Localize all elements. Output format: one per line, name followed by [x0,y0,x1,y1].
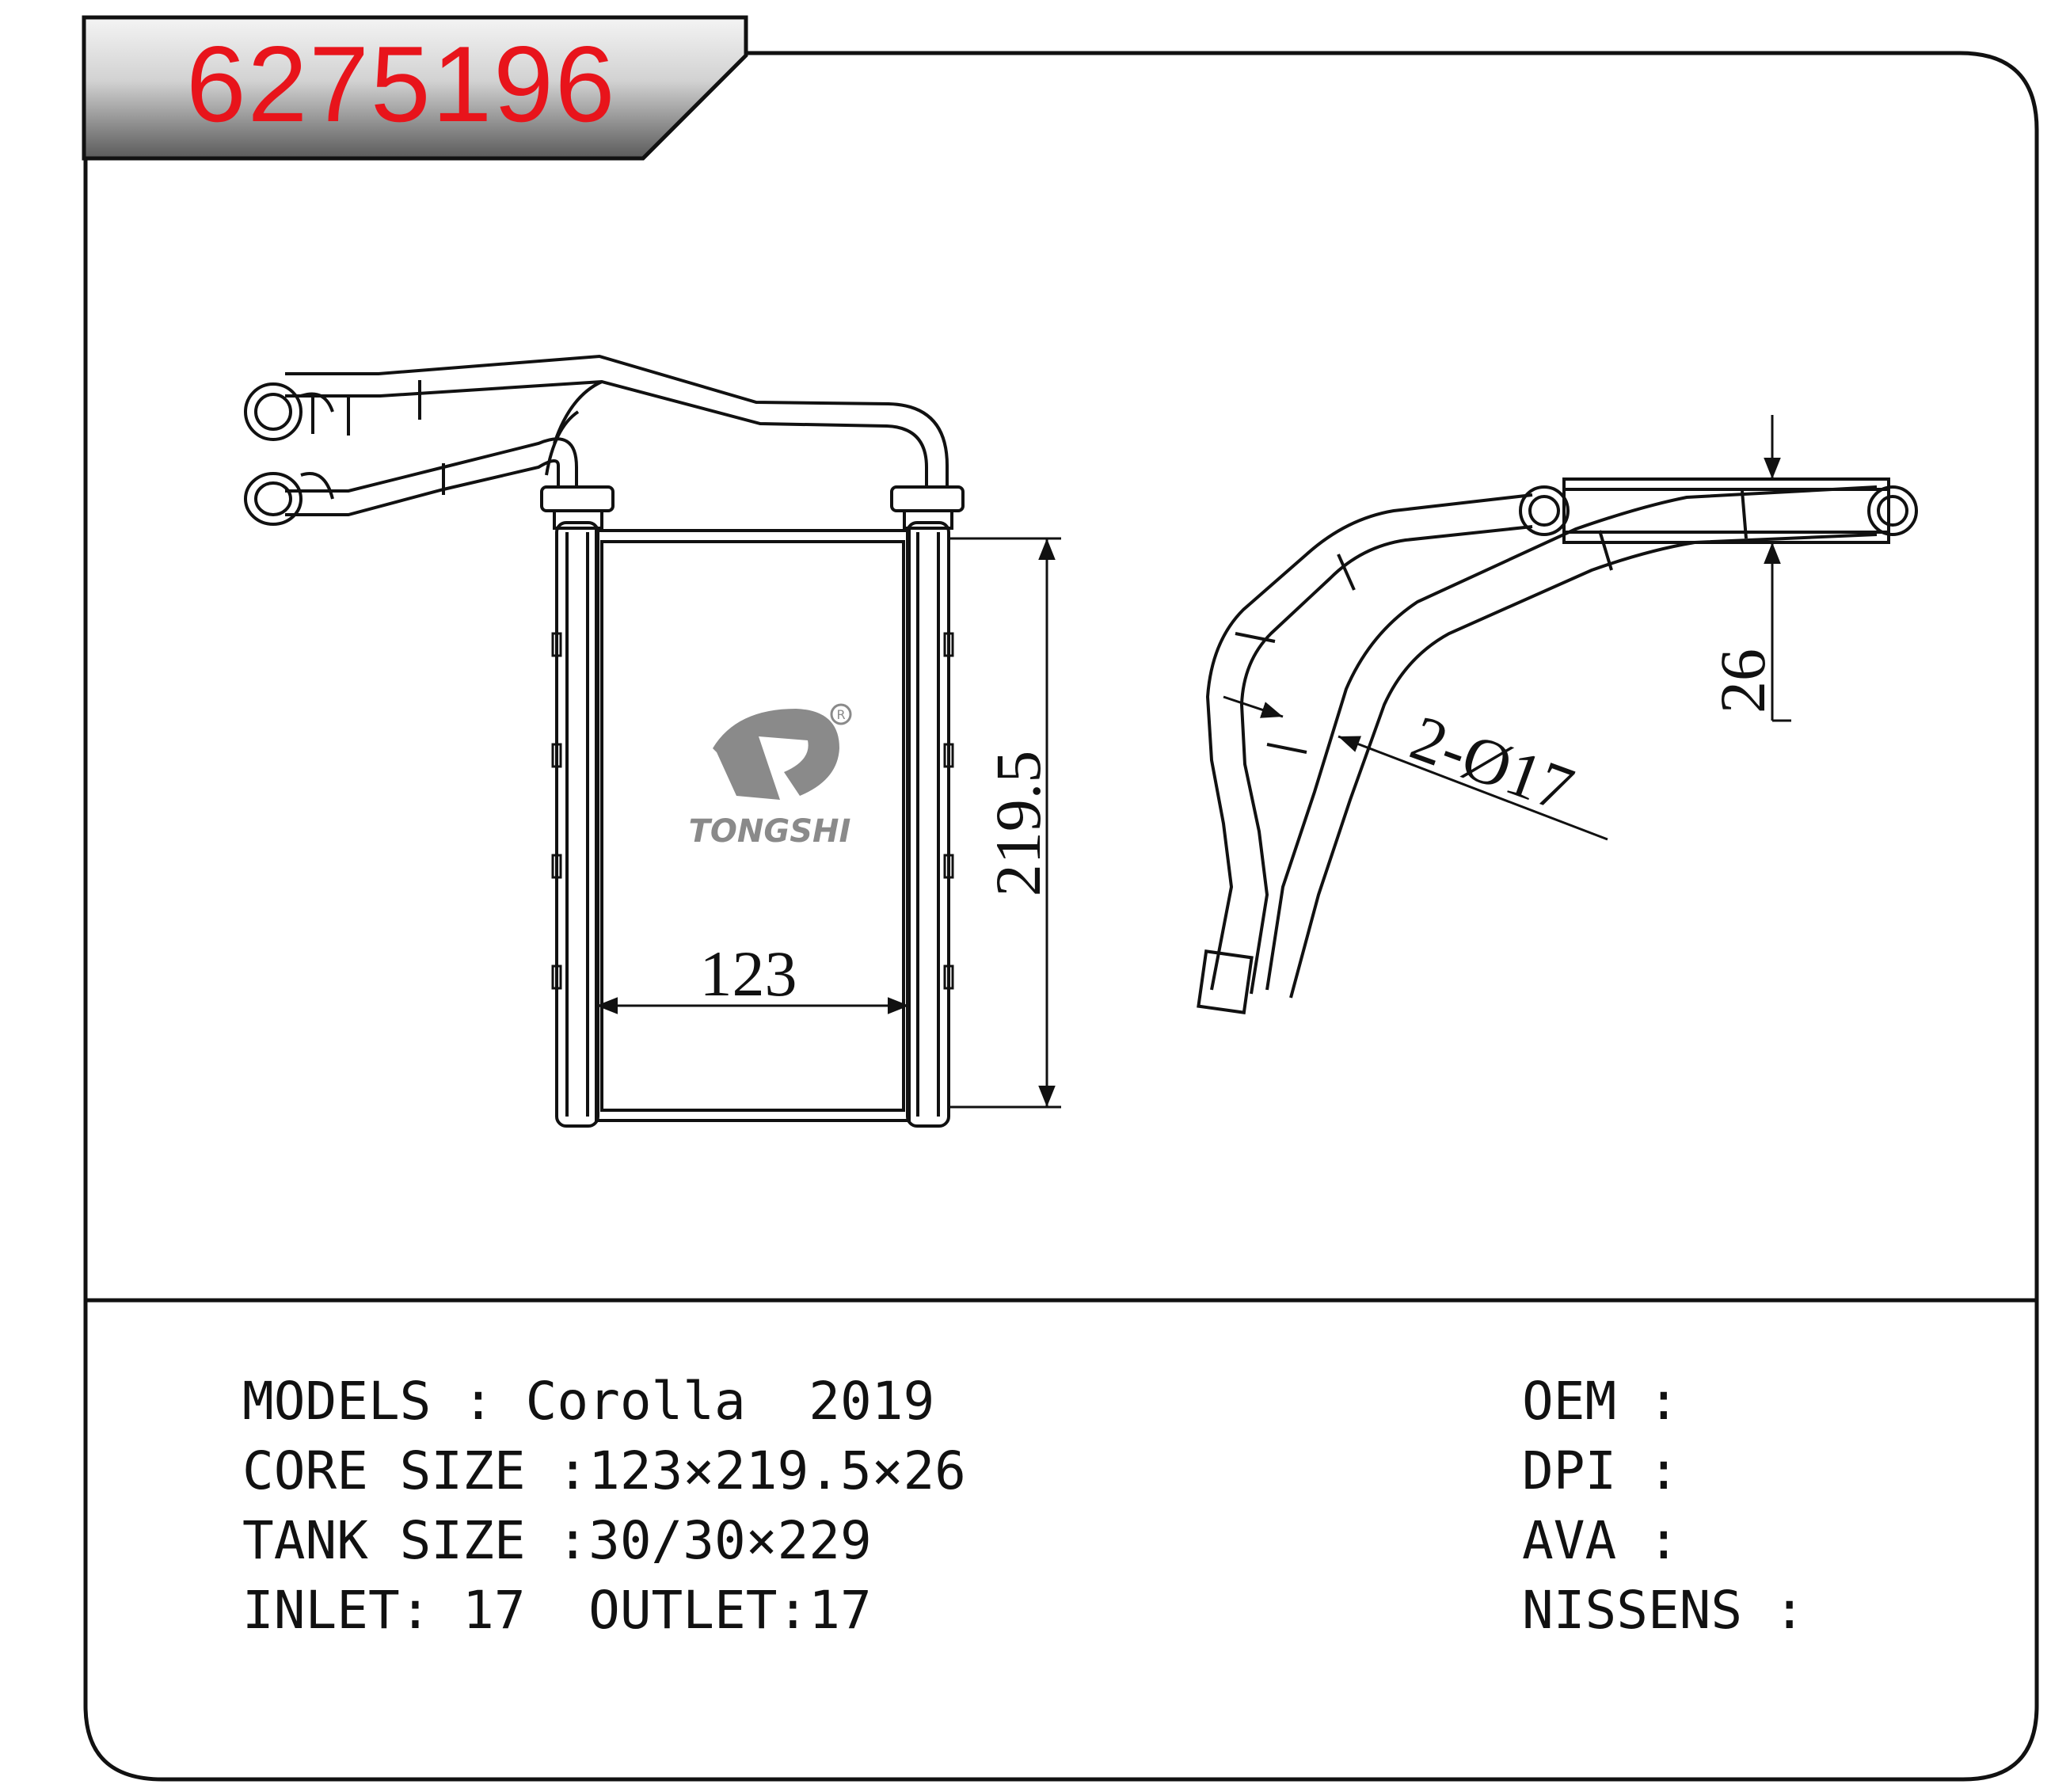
svg-text:R: R [836,707,845,722]
dimension-lines [596,415,1791,1109]
logo-emblem-icon [713,709,839,800]
dim-pipe-label: 2-Ø17 [1402,702,1582,826]
ref-nissens: NISSENS : [1522,1580,1806,1641]
ref-dpi: DPI : [1522,1440,1680,1501]
spec-core-size: CORE SIZE :123×219.5×26 [242,1440,966,1501]
dim-depth-label: 26 [1707,649,1779,713]
part-number: 6275196 [186,24,617,144]
side-pipe-1 [1205,493,1533,991]
spec-models: MODELS : Corolla 2019 [242,1371,935,1432]
side-view [1197,477,1918,1014]
header-tab [82,15,748,161]
spec-tank-size: TANK SIZE :30/30×229 [242,1510,872,1571]
dim-width-label: 123 [700,938,797,1010]
left-tank [555,521,599,1128]
spec-inlet-outlet: INLET: 17 OUTLET:17 [242,1580,872,1641]
tongshi-logo: R TONGSHI [689,703,852,850]
logo-brand-text: TONGSHI [689,813,851,850]
ref-ava: AVA : [1522,1510,1680,1571]
outer-frame [83,51,2039,1782]
ref-oem: OEM : [1522,1371,1680,1432]
front-view [244,354,965,1128]
right-tank [906,521,950,1128]
side-pipe-2 [1265,485,1878,991]
pipe-upper [285,379,928,487]
pipe-lower [285,437,578,493]
dim-height-label: 219.5 [982,751,1054,897]
